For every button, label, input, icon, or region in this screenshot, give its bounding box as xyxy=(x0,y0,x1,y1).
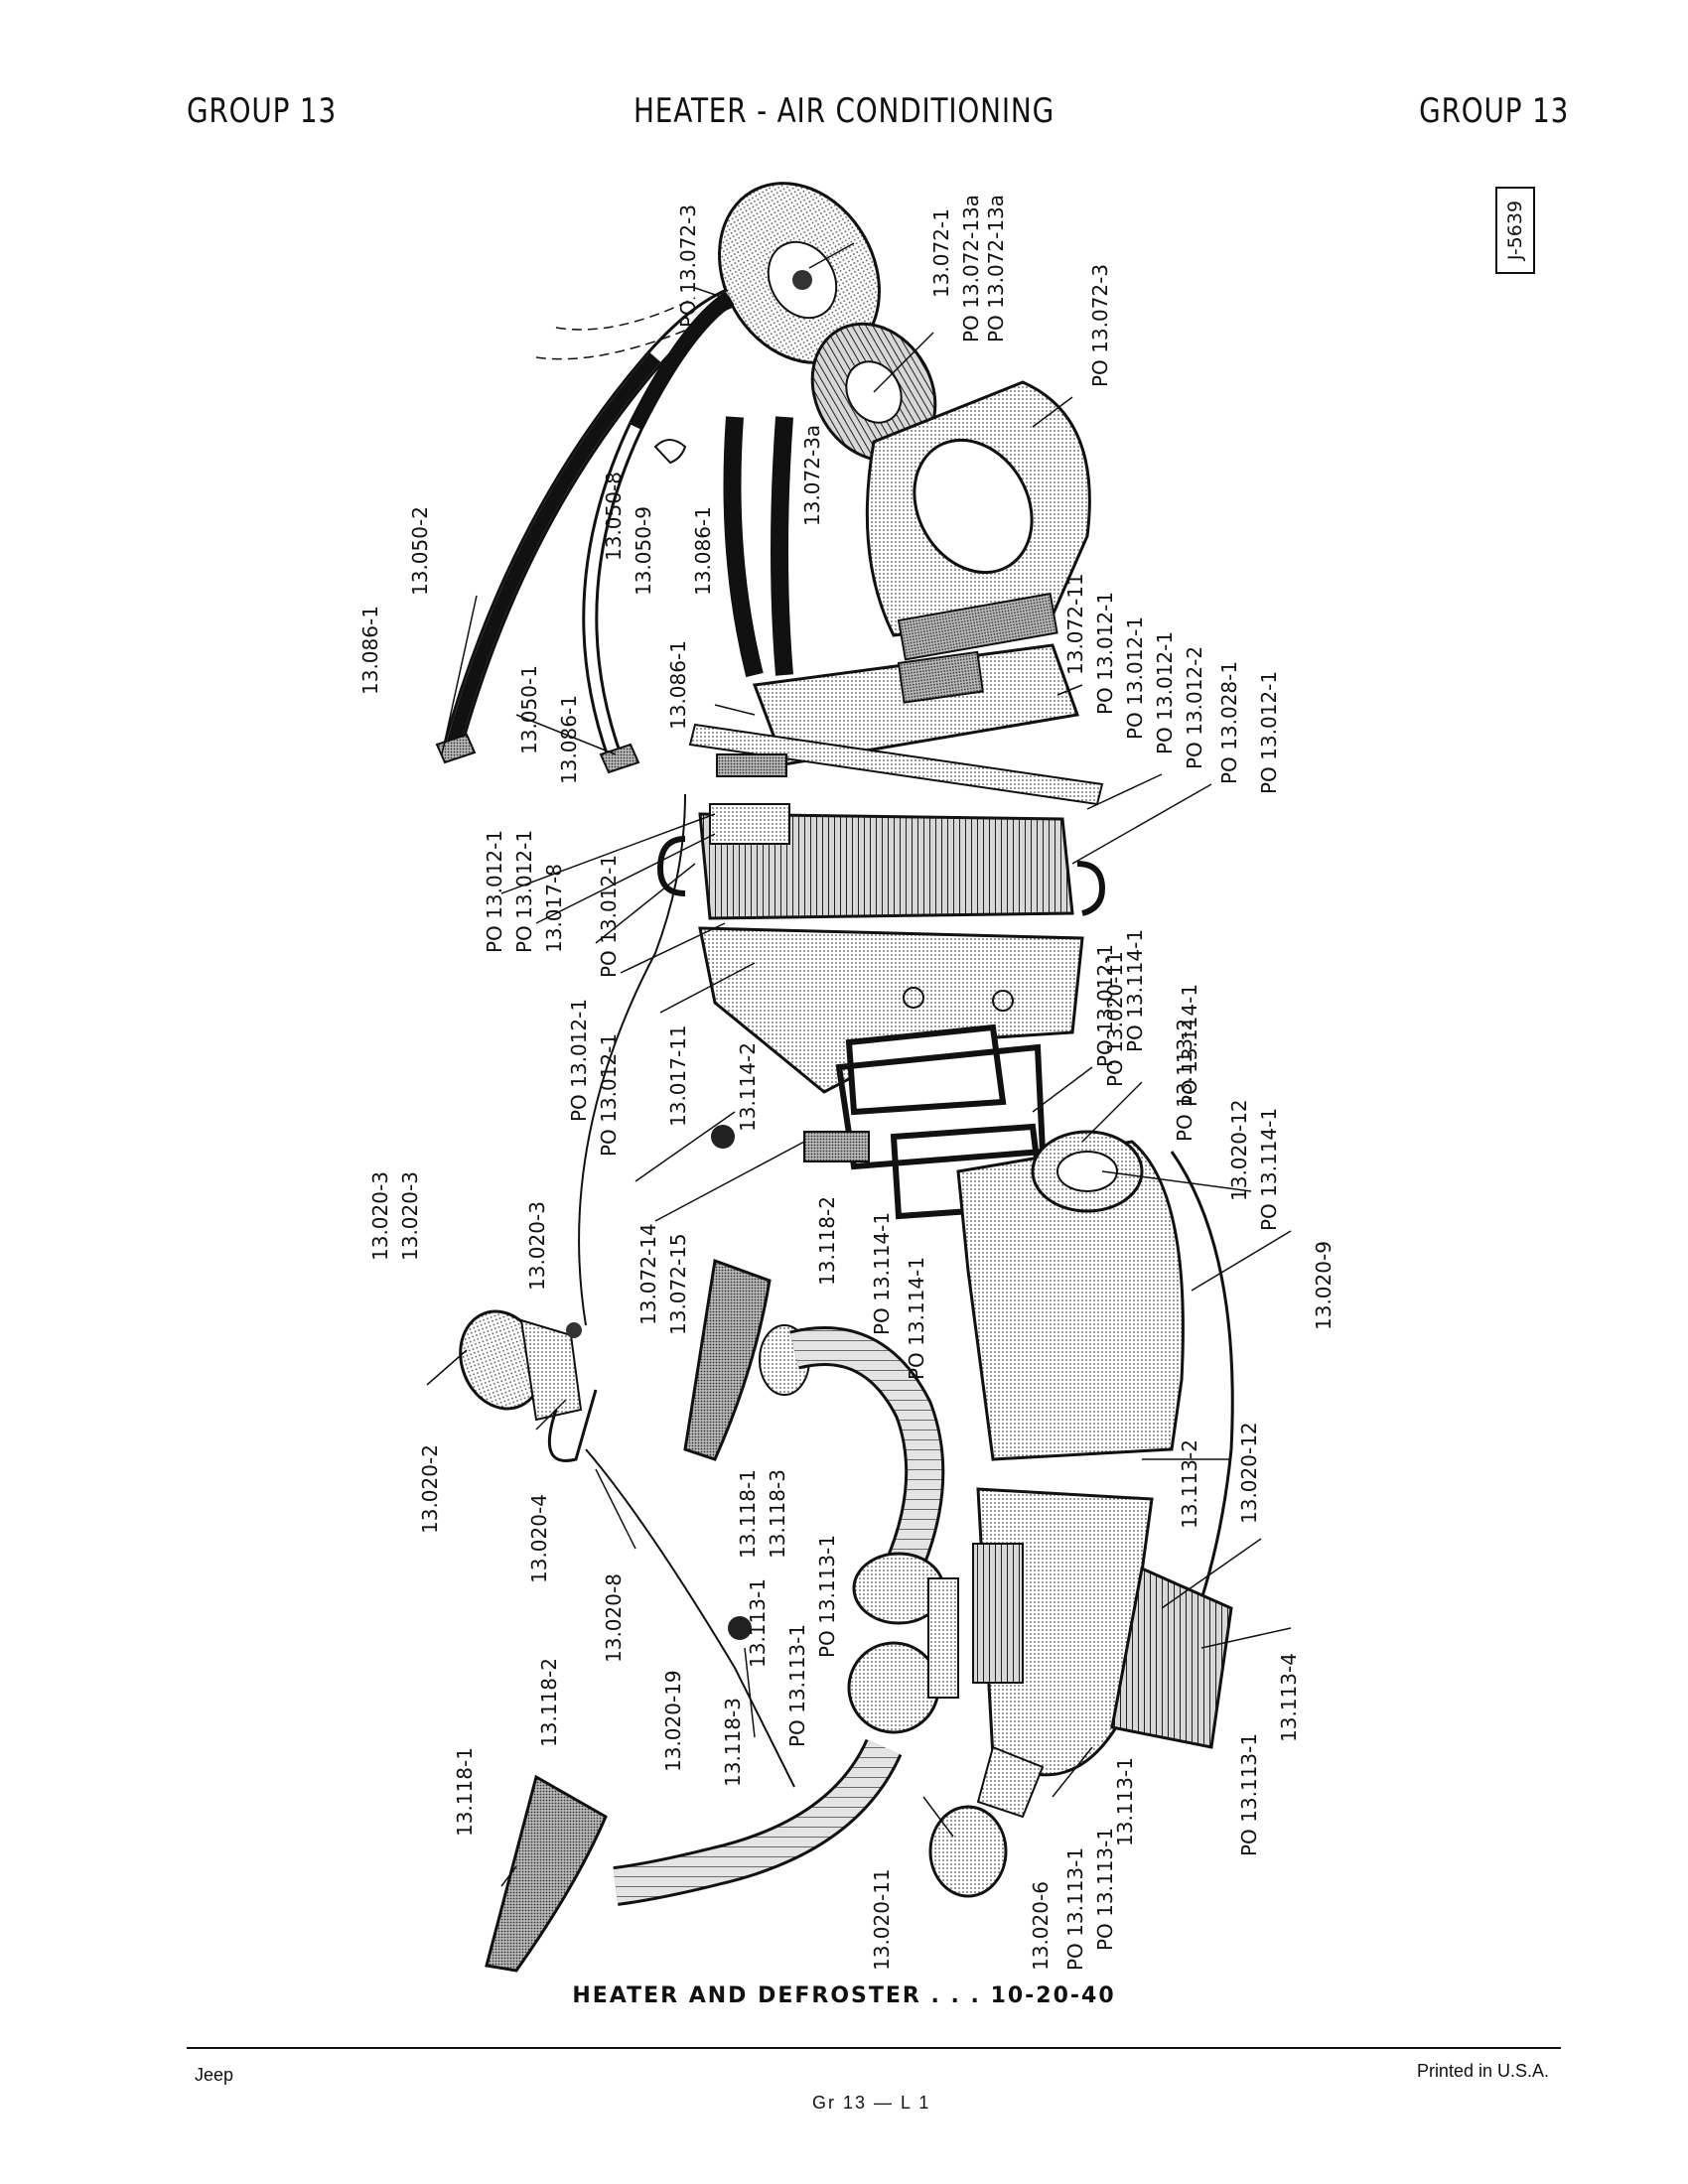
figure-caption: HEATER AND DEFROSTER . . . 10-20-40 xyxy=(572,1983,1116,2008)
callout-label: PO 13.012-2 xyxy=(1183,646,1206,769)
callout-label: PO 13.113-1 xyxy=(815,1535,839,1658)
callout-label: PO 13.012-1 xyxy=(1257,671,1281,794)
callout-label: 13.113-1 xyxy=(746,1578,770,1668)
heater-hoses xyxy=(435,288,793,774)
callout-label: 13.118-3 xyxy=(721,1698,745,1787)
callout-label: 13.020-6 xyxy=(1029,1881,1053,1971)
control-cable-upper xyxy=(578,793,686,1326)
callout-label: PO 13.113-1 xyxy=(785,1624,809,1747)
callout-labels: PO 13.072-3 13.072-1 PO 13.072-13a PO 13… xyxy=(358,195,1336,1971)
defroster-hose-upper-fill xyxy=(789,1329,942,1596)
callout-label: PO 13.113-1 xyxy=(1063,1847,1087,1971)
callout-label: 13.020-12 xyxy=(1227,1099,1251,1201)
leader-lines xyxy=(426,242,1292,1887)
callout-label: 13.086-1 xyxy=(691,506,715,596)
callout-label: 13.050-1 xyxy=(517,665,541,754)
callout-label: PO 13.012-1 xyxy=(1153,631,1177,754)
callout-label: 13.050-2 xyxy=(408,506,432,596)
defroster-nozzle-upper xyxy=(683,1258,810,1461)
callout-label: 13.072-14 xyxy=(636,1223,660,1325)
callout-label: 13.118-2 xyxy=(815,1196,839,1286)
callout-label: PO 13.012-1 xyxy=(1093,592,1117,715)
callout-label: 13.017-11 xyxy=(666,1024,690,1127)
callout-label: 13.113-2 xyxy=(1178,1439,1201,1529)
callout-label: 13.020-3 xyxy=(398,1171,422,1261)
callout-label: 13.017-8 xyxy=(542,864,566,953)
drawing-number-box: J-5639 xyxy=(1495,187,1535,274)
callout-label: 13.086-1 xyxy=(557,695,581,784)
callout-label: 13.020-11 xyxy=(870,1868,894,1971)
callout-label: 13.118-1 xyxy=(736,1469,760,1559)
air-distribution-housing xyxy=(956,1130,1234,1629)
control-knob-assembly xyxy=(928,1745,1045,1898)
callout-label: PO 13.113-2 xyxy=(1173,1019,1196,1142)
grommet xyxy=(728,1616,752,1640)
callout-label: PO 13.072-3 xyxy=(676,205,700,328)
heater-core xyxy=(656,803,1106,920)
defroster-tee xyxy=(847,1552,959,1734)
callout-label: PO 13.114-1 xyxy=(905,1257,928,1380)
page-title: HEATER - AIR CONDITIONING xyxy=(633,91,1055,131)
callout-label: PO 13.114-1 xyxy=(870,1212,894,1335)
footer-divider xyxy=(187,2047,1561,2049)
callout-label: PO 13.114-1 xyxy=(1123,929,1147,1052)
heater-case-cover xyxy=(688,643,1104,806)
callout-label: PO 13.072-13a xyxy=(959,195,983,342)
blower-motor xyxy=(718,182,881,364)
callout-label: PO 13.012-1 xyxy=(512,830,536,953)
callout-label: 13.020-9 xyxy=(1312,1241,1336,1330)
callout-label: 13.050-8 xyxy=(602,472,626,561)
callout-label: 13.072-1 xyxy=(929,208,953,298)
defroster-nozzle-lower xyxy=(485,1774,608,1973)
callout-label: 13.020-12 xyxy=(1237,1422,1261,1524)
callout-label: PO 13.012-1 xyxy=(1093,944,1117,1067)
callout-label: 13.072-11 xyxy=(1063,573,1087,675)
callout-label: 13.020-4 xyxy=(527,1494,551,1583)
callout-label: 13.020-19 xyxy=(661,1670,685,1772)
grommet-upper xyxy=(711,1125,735,1149)
callout-label: PO 13.012-1 xyxy=(597,855,621,978)
callout-label: 13.118-1 xyxy=(453,1747,477,1837)
callout-label: 13.020-2 xyxy=(418,1444,442,1534)
callout-label: 13.020-3 xyxy=(368,1171,392,1261)
header-group-right: GROUP 13 xyxy=(1418,91,1569,131)
callout-label: 13.020-8 xyxy=(602,1573,626,1663)
callout-label: PO 13.020-11 xyxy=(1103,951,1127,1087)
callout-label: 13.072-15 xyxy=(666,1233,690,1335)
callout-label: PO 13.114-1 xyxy=(1178,984,1201,1107)
callout-label: PO 13.012-1 xyxy=(483,830,506,953)
callout-label: PO 13.012-1 xyxy=(1123,616,1147,740)
callout-label: 13.086-1 xyxy=(358,606,382,695)
footer-page-number: Gr 13 — L 1 xyxy=(812,2093,931,2113)
callout-label: 13.086-1 xyxy=(666,640,690,730)
callout-label: PO 13.113-1 xyxy=(1093,1828,1117,1951)
callout-label: 13.113-4 xyxy=(1277,1653,1301,1742)
heater-outlet-housing xyxy=(972,1487,1233,1777)
callout-label: 13.118-2 xyxy=(537,1658,561,1747)
callout-label: PO 13.072-13a xyxy=(984,195,1008,342)
control-cable xyxy=(585,1448,795,1788)
callout-label: 13.114-2 xyxy=(736,1042,760,1132)
callout-label: PO 13.113-1 xyxy=(1237,1733,1261,1856)
callout-label: PO 13.028-1 xyxy=(1217,661,1241,784)
callout-label: 13.118-3 xyxy=(766,1469,789,1559)
footer-brand: Jeep xyxy=(195,2065,234,2085)
callout-label: PO 13.072-3 xyxy=(1088,264,1112,387)
blower-housing xyxy=(865,380,1091,661)
callout-label: 13.113-1 xyxy=(1113,1757,1137,1846)
callout-label: 13.050-9 xyxy=(632,506,655,596)
control-motor xyxy=(459,1309,598,1462)
header-group-left: GROUP 13 xyxy=(187,91,338,131)
callout-label: 13.020-3 xyxy=(525,1201,549,1291)
callout-label: 13.072-3a xyxy=(800,425,824,526)
callout-label: PO 13.012-1 xyxy=(567,999,591,1122)
defroster-hose-lower-fill xyxy=(613,1739,900,1903)
heater-core-case xyxy=(698,926,1084,1116)
callout-label: PO 13.114-1 xyxy=(1257,1108,1281,1231)
footer-printed: Printed in U.S.A. xyxy=(1416,2061,1549,2081)
callout-label: PO 13.012-1 xyxy=(597,1033,621,1157)
